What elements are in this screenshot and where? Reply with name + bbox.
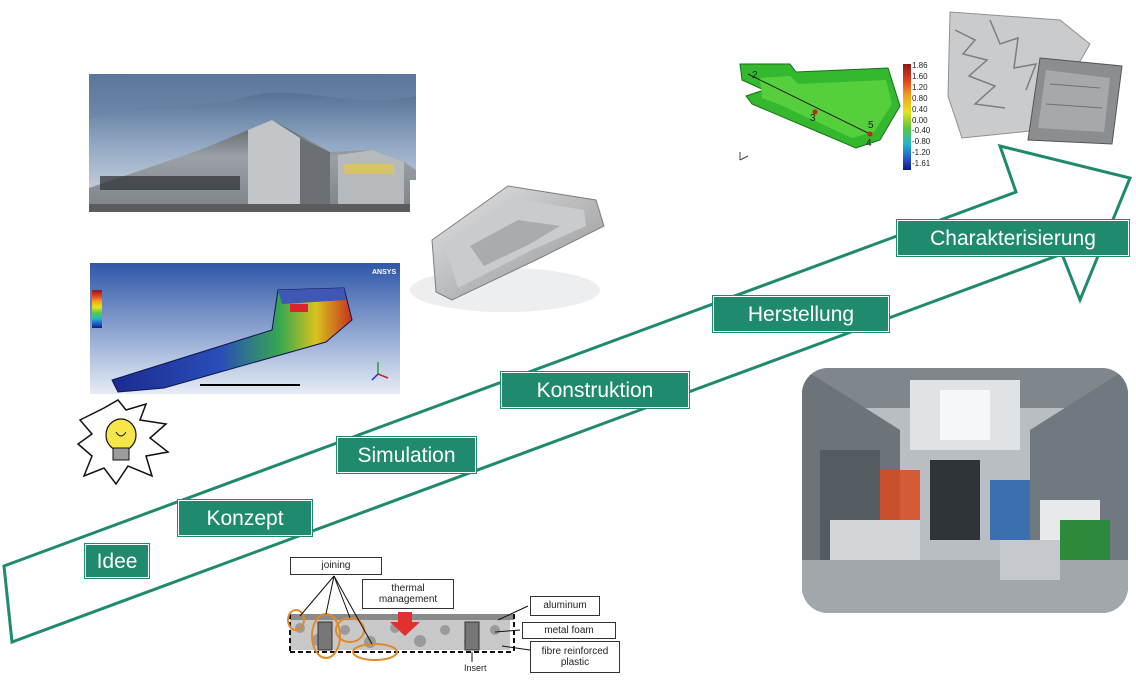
tick: -1.20 <box>912 148 931 158</box>
callout-joining: joining <box>290 557 382 575</box>
callout-metal-foam: metal foam <box>522 622 616 639</box>
tick: -1.61 <box>912 159 931 169</box>
stage-konzept: Konzept <box>178 500 312 536</box>
fem-brand: ANSYS <box>372 269 396 276</box>
colorbar-ticks: 1.86 1.60 1.20 0.80 0.40 0.00 -0.40 -0.8… <box>912 61 942 173</box>
factory-photo <box>802 368 1128 613</box>
insert-label: Insert <box>464 663 487 673</box>
material-section-diagram <box>287 575 531 662</box>
tick: 1.20 <box>912 82 928 92</box>
callout-thermal: thermal management <box>362 579 454 609</box>
lightbulb-icon <box>76 399 170 486</box>
tick: 1.60 <box>912 71 928 81</box>
deformation-simulation <box>739 63 911 170</box>
point-label: 2 <box>752 70 758 81</box>
tick: 1.86 <box>912 61 928 70</box>
fem-simulation <box>90 263 400 394</box>
tick: 0.80 <box>912 93 928 103</box>
stage-simulation: Simulation <box>337 437 476 473</box>
tomography-image <box>947 11 1123 145</box>
stage-herstellung: Herstellung <box>713 296 889 332</box>
building-photo <box>89 74 416 212</box>
tick: -0.80 <box>912 137 931 147</box>
part-render <box>410 180 610 314</box>
tick: 0.00 <box>912 115 928 125</box>
callout-fibre: fibre reinforced plastic <box>530 641 620 673</box>
callout-aluminum: aluminum <box>530 596 600 616</box>
point-label: 4 <box>866 138 872 149</box>
point-label: 3 <box>810 113 816 124</box>
tick: -0.40 <box>912 126 931 136</box>
stage-idee: Idee <box>85 544 149 578</box>
tick: 0.40 <box>912 104 928 114</box>
stage-charakterisierung: Charakterisierung <box>897 220 1129 256</box>
point-label: 5 <box>868 120 874 131</box>
stage-konstruktion: Konstruktion <box>501 372 689 408</box>
